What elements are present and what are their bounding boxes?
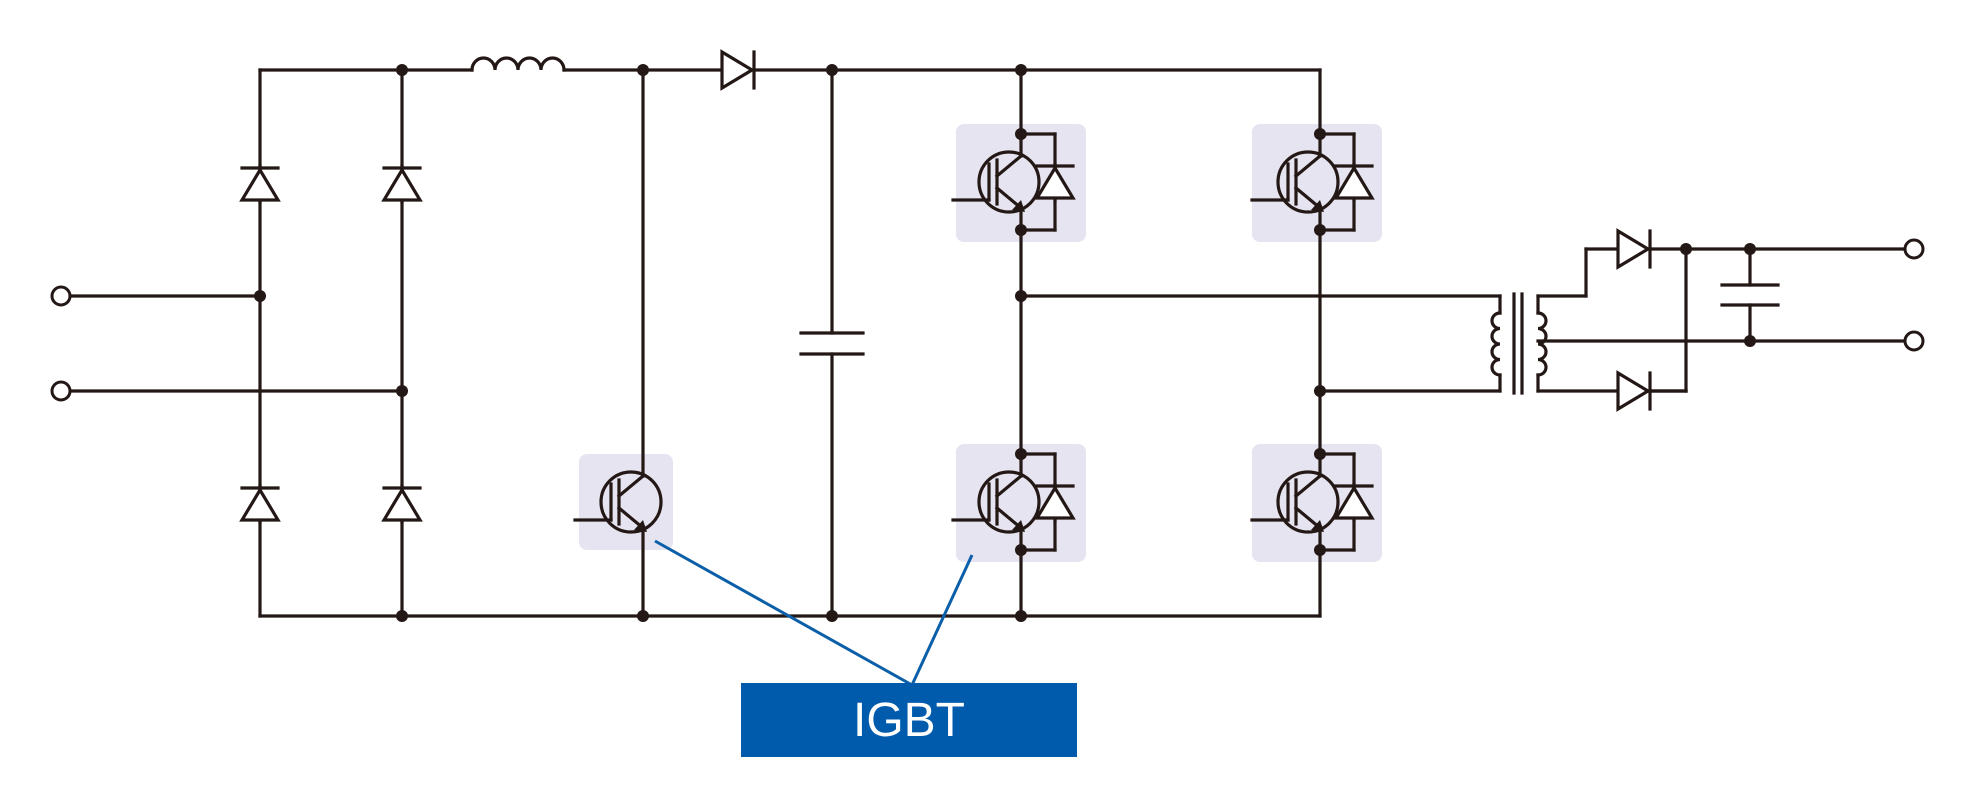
boost-inductor xyxy=(470,56,728,72)
igbt-highlight-q2 xyxy=(1252,124,1382,242)
dc-output xyxy=(1903,238,1925,352)
input-terminal-1 xyxy=(50,285,72,307)
output-terminal-1 xyxy=(1903,238,1925,260)
output-capacitor xyxy=(1720,243,1907,347)
transformer xyxy=(1019,292,1752,395)
input-terminal-2 xyxy=(50,380,72,402)
diode-bridge xyxy=(240,64,1322,622)
boost-diode xyxy=(720,50,1322,90)
ac-input xyxy=(50,285,404,402)
bus-capacitor xyxy=(799,64,865,622)
output-rectifier xyxy=(1584,229,1907,411)
boost-igbt xyxy=(573,64,663,622)
igbt-highlight-q4 xyxy=(1252,444,1382,562)
igbt-label: IGBT xyxy=(741,683,1077,757)
igbt-highlight-boost xyxy=(579,454,673,550)
bridge-leg-left xyxy=(953,64,1073,622)
output-terminal-2 xyxy=(1903,330,1925,352)
igbt-callout-lines xyxy=(654,539,974,687)
